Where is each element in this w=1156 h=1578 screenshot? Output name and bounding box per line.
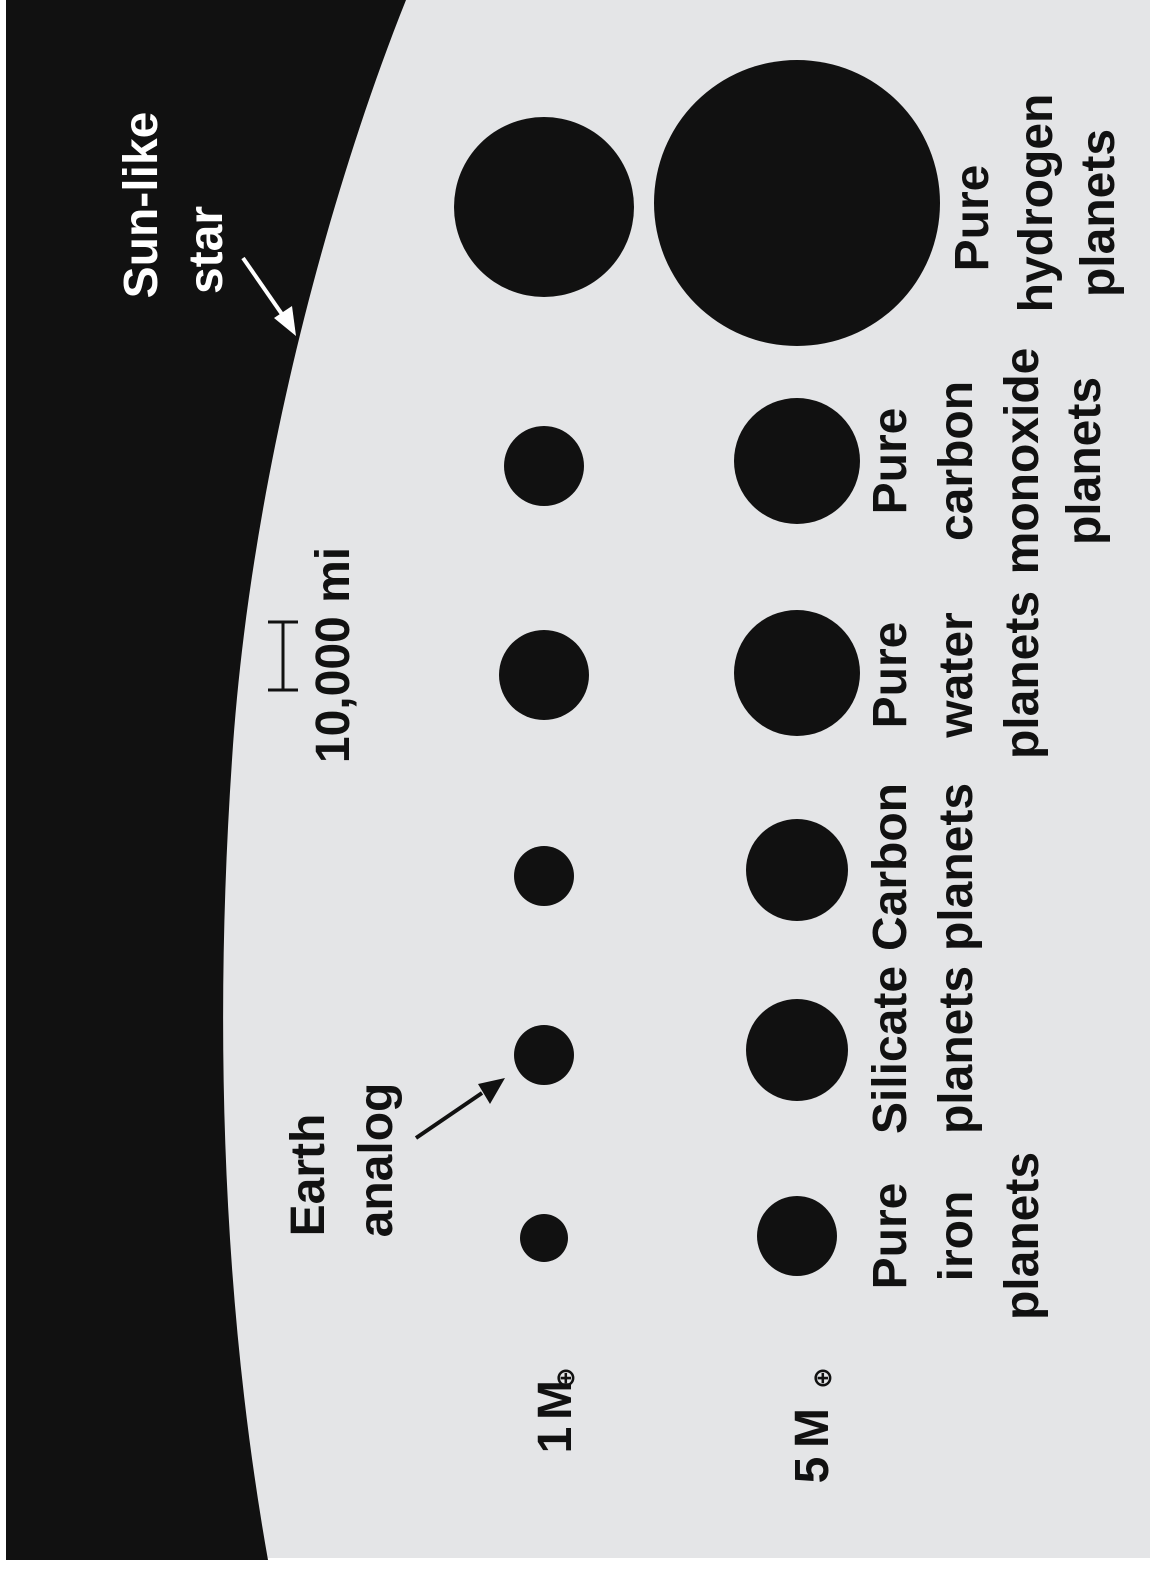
planet-5m-pure-hydrogen — [654, 60, 940, 346]
composition-label-line: monoxide — [996, 348, 1049, 575]
composition-label-line: Pure — [946, 165, 999, 272]
star-label-line2: star — [180, 206, 233, 294]
planet-5m-pure-carbon-monoxide — [734, 398, 860, 524]
planet-1m-pure-iron — [520, 1214, 568, 1262]
planet-5m-pure-water — [734, 610, 860, 736]
planet-1m-carbon — [514, 846, 574, 906]
composition-label-line: planets — [930, 783, 983, 951]
composition-label-line: Pure — [864, 622, 917, 729]
composition-label-line: planets — [996, 1152, 1049, 1320]
mass-label-1-number: 1 — [529, 1427, 582, 1454]
composition-label-line: water — [930, 612, 983, 738]
planet-1m-silicate — [514, 1025, 574, 1085]
composition-label-line: Silicate — [864, 966, 917, 1134]
planet-5m-carbon — [746, 819, 848, 921]
composition-label-line: carbon — [930, 381, 983, 541]
composition-label-line: Pure — [864, 408, 917, 515]
composition-label-line: planets — [1072, 129, 1125, 297]
composition-label-line: planets — [930, 966, 983, 1134]
earth-symbol-icon: ⊕ — [550, 1367, 580, 1389]
mass-label-5-unit: M — [786, 1408, 839, 1448]
composition-label-line: Pure — [864, 1183, 917, 1290]
composition-label-line: Carbon — [864, 783, 917, 951]
bottom-strip — [220, 1558, 1150, 1578]
planet-1m-pure-water — [499, 630, 589, 720]
planet-5m-pure-iron — [757, 1196, 837, 1276]
earth-analog-label-line2: analog — [350, 1083, 403, 1238]
star-label-line1: Sun-like — [115, 112, 168, 299]
composition-label-line: planets — [1058, 377, 1111, 545]
scale-bar-label: 10,000 mi — [307, 547, 360, 763]
planet-1m-pure-hydrogen — [454, 117, 634, 297]
composition-label-line: hydrogen — [1010, 94, 1063, 313]
earth-symbol-icon: ⊕ — [807, 1367, 837, 1389]
composition-label-line: planets — [996, 591, 1049, 759]
mass-label-1: 1 M ⊕ — [529, 1367, 582, 1453]
composition-label-line: iron — [930, 1191, 983, 1282]
earth-analog-label-line1: Earth — [282, 1114, 335, 1237]
planet-1m-pure-carbon-monoxide — [504, 426, 584, 506]
mass-label-5-number: 5 — [786, 1457, 839, 1484]
planet-5m-silicate — [746, 999, 848, 1101]
